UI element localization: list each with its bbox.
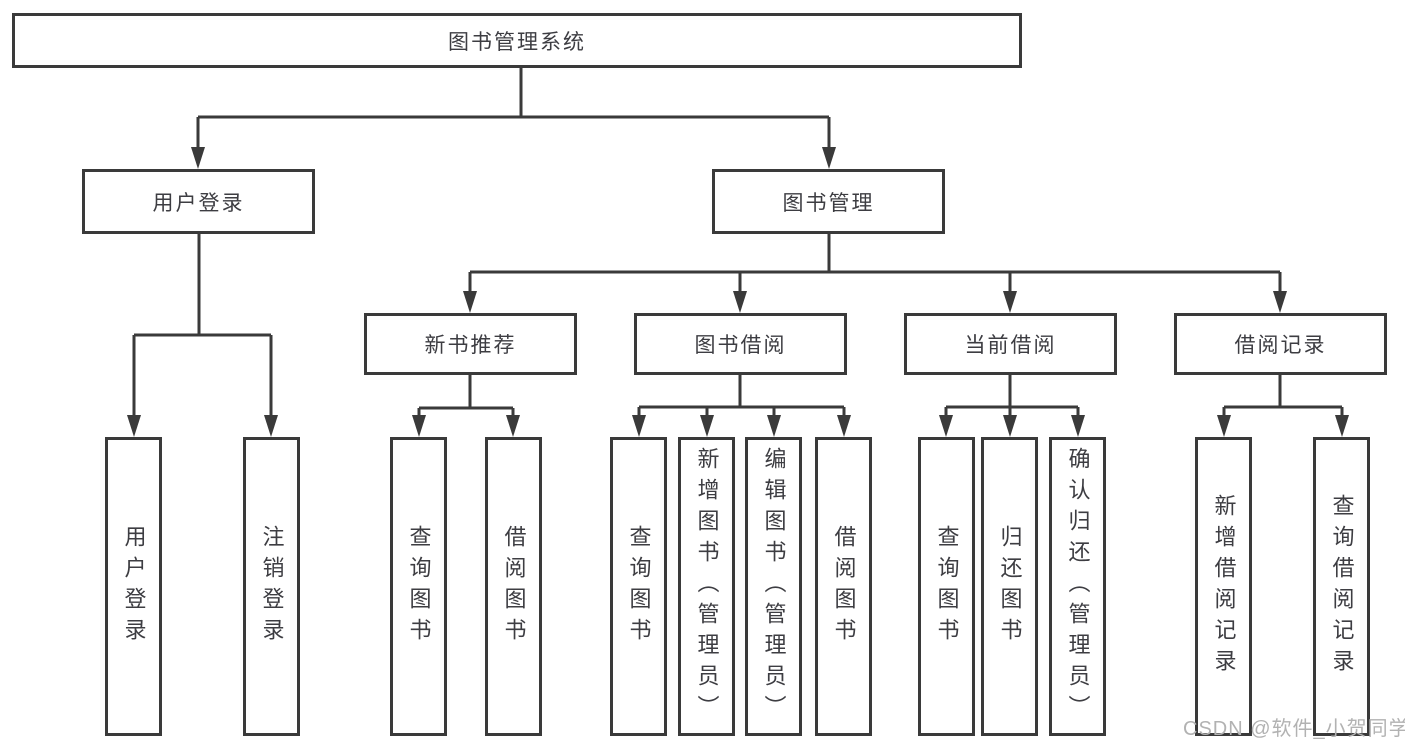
leaf-newbooks-borrow-books: 借阅图书 bbox=[485, 437, 542, 736]
leaf-confirm-return-admin-label: 确认归还（管理员） bbox=[1065, 447, 1091, 726]
leaf-edit-books-admin: 编辑图书（管理员） bbox=[745, 437, 802, 736]
leaf-newbooks-query-books: 查询图书 bbox=[390, 437, 447, 736]
node-user-login: 用户登录 bbox=[82, 169, 315, 234]
leaf-return-books-label: 归还图书 bbox=[997, 524, 1023, 649]
node-new-book-recommend: 新书推荐 bbox=[364, 313, 577, 375]
leaf-current-query-books: 查询图书 bbox=[918, 437, 975, 736]
leaf-current-query-books-label: 查询图书 bbox=[934, 524, 960, 649]
leaf-borrowing-borrow-books-label: 借阅图书 bbox=[831, 524, 857, 649]
node-borrowing-records-label: 借阅记录 bbox=[1234, 334, 1327, 357]
leaf-user-login-label: 用户登录 bbox=[121, 524, 147, 649]
node-book-borrowing: 图书借阅 bbox=[634, 313, 847, 375]
leaf-query-borrow-record-label: 查询借阅记录 bbox=[1329, 493, 1355, 680]
leaf-borrowing-borrow-books: 借阅图书 bbox=[815, 437, 872, 736]
arrowheads bbox=[127, 147, 1349, 437]
leaf-borrowing-query-books: 查询图书 bbox=[610, 437, 667, 736]
leaf-add-books-admin: 新增图书（管理员） bbox=[678, 437, 735, 736]
node-user-login-label: 用户登录 bbox=[152, 191, 245, 215]
node-root-label: 图书管理系统 bbox=[448, 30, 586, 54]
leaf-return-books: 归还图书 bbox=[981, 437, 1038, 736]
leaf-newbooks-borrow-books-label: 借阅图书 bbox=[501, 524, 527, 649]
leaf-logout-label: 注销登录 bbox=[259, 524, 285, 649]
leaf-newbooks-query-books-label: 查询图书 bbox=[406, 524, 432, 649]
leaf-add-books-admin-label: 新增图书（管理员） bbox=[694, 447, 720, 726]
leaf-confirm-return-admin: 确认归还（管理员） bbox=[1049, 437, 1106, 736]
leaf-logout: 注销登录 bbox=[243, 437, 300, 736]
leaf-add-borrow-record-label: 新增借阅记录 bbox=[1211, 493, 1237, 680]
node-book-borrowing-label: 图书借阅 bbox=[694, 334, 787, 357]
leaf-user-login: 用户登录 bbox=[105, 437, 162, 736]
node-new-book-recommend-label: 新书推荐 bbox=[424, 334, 517, 357]
node-borrowing-records: 借阅记录 bbox=[1174, 313, 1387, 375]
leaf-borrowing-query-books-label: 查询图书 bbox=[626, 524, 652, 649]
leaf-query-borrow-record: 查询借阅记录 bbox=[1313, 437, 1370, 736]
node-current-borrowing-label: 当前借阅 bbox=[964, 334, 1057, 357]
node-current-borrowing: 当前借阅 bbox=[904, 313, 1117, 375]
leaf-add-borrow-record: 新增借阅记录 bbox=[1195, 437, 1252, 736]
node-book-management: 图书管理 bbox=[712, 169, 945, 234]
node-root: 图书管理系统 bbox=[12, 13, 1022, 68]
leaf-edit-books-admin-label: 编辑图书（管理员） bbox=[761, 447, 787, 726]
node-book-management-label: 图书管理 bbox=[782, 191, 875, 215]
